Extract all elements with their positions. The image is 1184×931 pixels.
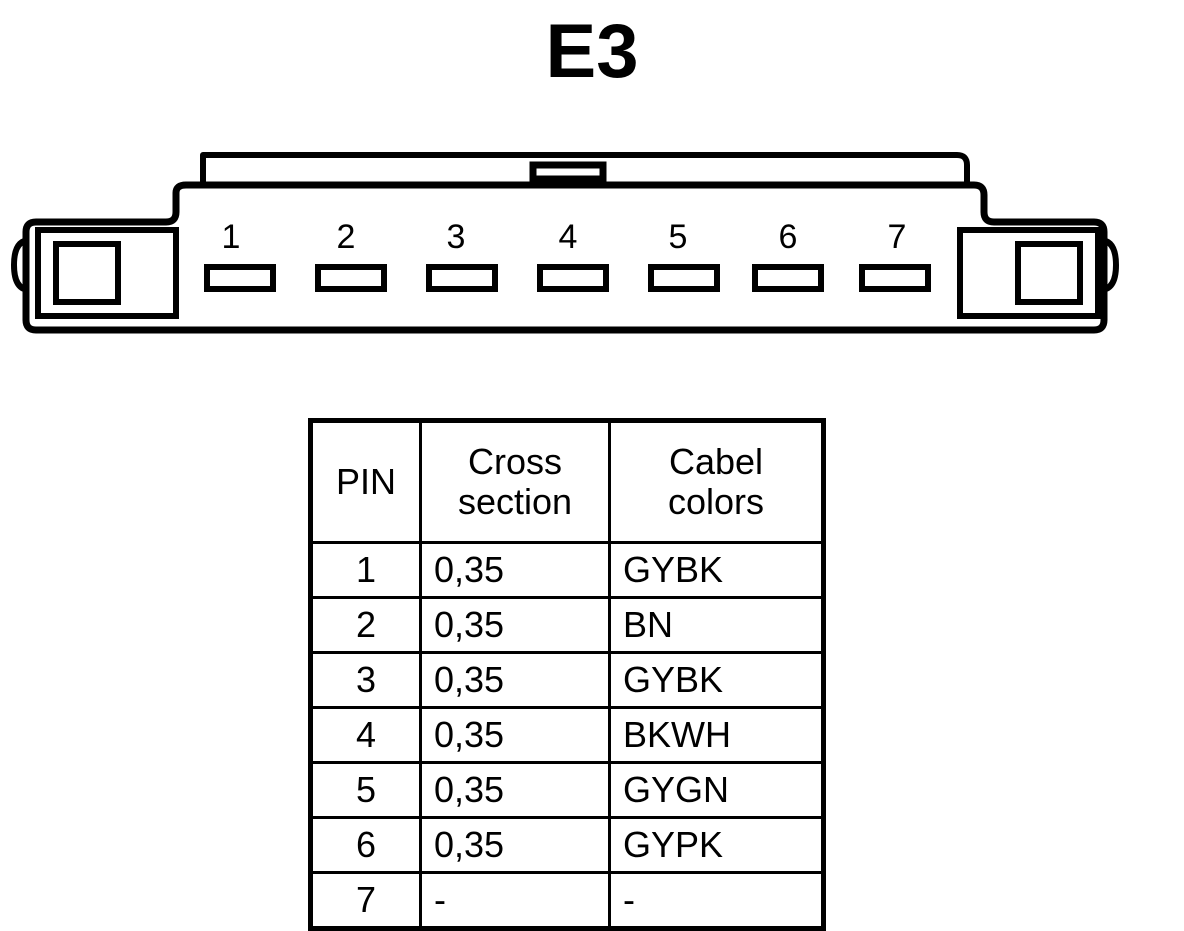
cell-cable-color: GYGN (608, 761, 825, 819)
pin-number-7: 7 (888, 218, 907, 256)
pin-slot-3 (426, 264, 498, 292)
table-row: 7 - - (309, 871, 825, 930)
header-cross-section-line2: section (457, 481, 573, 522)
cell-cross-section: 0,35 (419, 816, 611, 874)
header-cable-colors-line2: colors (667, 481, 765, 522)
cell-cable-color: GYBK (608, 651, 825, 709)
header-cross-section-line1: Cross (467, 440, 562, 482)
pin-slot-5 (648, 264, 720, 292)
cell-cable-color: GYPK (608, 816, 825, 874)
pin-number-3: 3 (447, 218, 466, 256)
table-row: 4 0,35 BKWH (309, 706, 825, 764)
table-row: 2 0,35 BN (309, 596, 825, 654)
pin-assignment-table: PIN Cross section Cabel colors 1 0,35 GY… (308, 418, 826, 931)
pin-number-5: 5 (669, 218, 688, 256)
cell-cross-section: 0,35 (419, 651, 611, 709)
cell-cable-color: BKWH (608, 706, 825, 764)
pin-slot-7 (859, 264, 931, 292)
pin-slot-4 (537, 264, 609, 292)
cell-pin: 5 (309, 761, 422, 819)
cell-cable-color: GYBK (608, 541, 825, 599)
table-row: 3 0,35 GYBK (309, 651, 825, 709)
table-row: 5 0,35 GYGN (309, 761, 825, 819)
cell-pin: 4 (309, 706, 422, 764)
pin-slot-6 (752, 264, 824, 292)
connector-right-tab-inner (1015, 241, 1083, 305)
cell-cross-section: - (419, 871, 611, 930)
cell-pin: 2 (309, 596, 422, 654)
cell-pin: 7 (309, 871, 422, 930)
pin-slot-2 (315, 264, 387, 292)
pin-number-2: 2 (337, 218, 356, 256)
cell-pin: 1 (309, 541, 422, 599)
connector-latch-slot (529, 161, 607, 183)
table-row: 6 0,35 GYPK (309, 816, 825, 874)
pin-number-4: 4 (559, 218, 578, 256)
header-cable-colors-line1: Cabel (668, 440, 764, 482)
header-pin: PIN (309, 419, 422, 544)
cell-pin: 3 (309, 651, 422, 709)
pin-number-1: 1 (222, 218, 241, 256)
cell-cross-section: 0,35 (419, 541, 611, 599)
cell-cross-section: 0,35 (419, 706, 611, 764)
pin-number-6: 6 (779, 218, 798, 256)
cell-cable-color: BN (608, 596, 825, 654)
table-header-row: PIN Cross section Cabel colors (309, 419, 825, 544)
header-cross-section: Cross section (419, 419, 611, 544)
header-cable-colors: Cabel colors (608, 419, 825, 544)
connector-body (22, 181, 1108, 334)
pin-slot-1 (204, 264, 276, 292)
cell-cross-section: 0,35 (419, 596, 611, 654)
cell-cable-color: - (608, 871, 825, 930)
connector-left-tab-inner (53, 241, 121, 305)
cell-cross-section: 0,35 (419, 761, 611, 819)
table-row: 1 0,35 GYBK (309, 541, 825, 599)
page-title: E3 (545, 9, 639, 94)
connector-diagram: 1 2 3 4 5 6 7 (0, 130, 1184, 360)
cell-pin: 6 (309, 816, 422, 874)
